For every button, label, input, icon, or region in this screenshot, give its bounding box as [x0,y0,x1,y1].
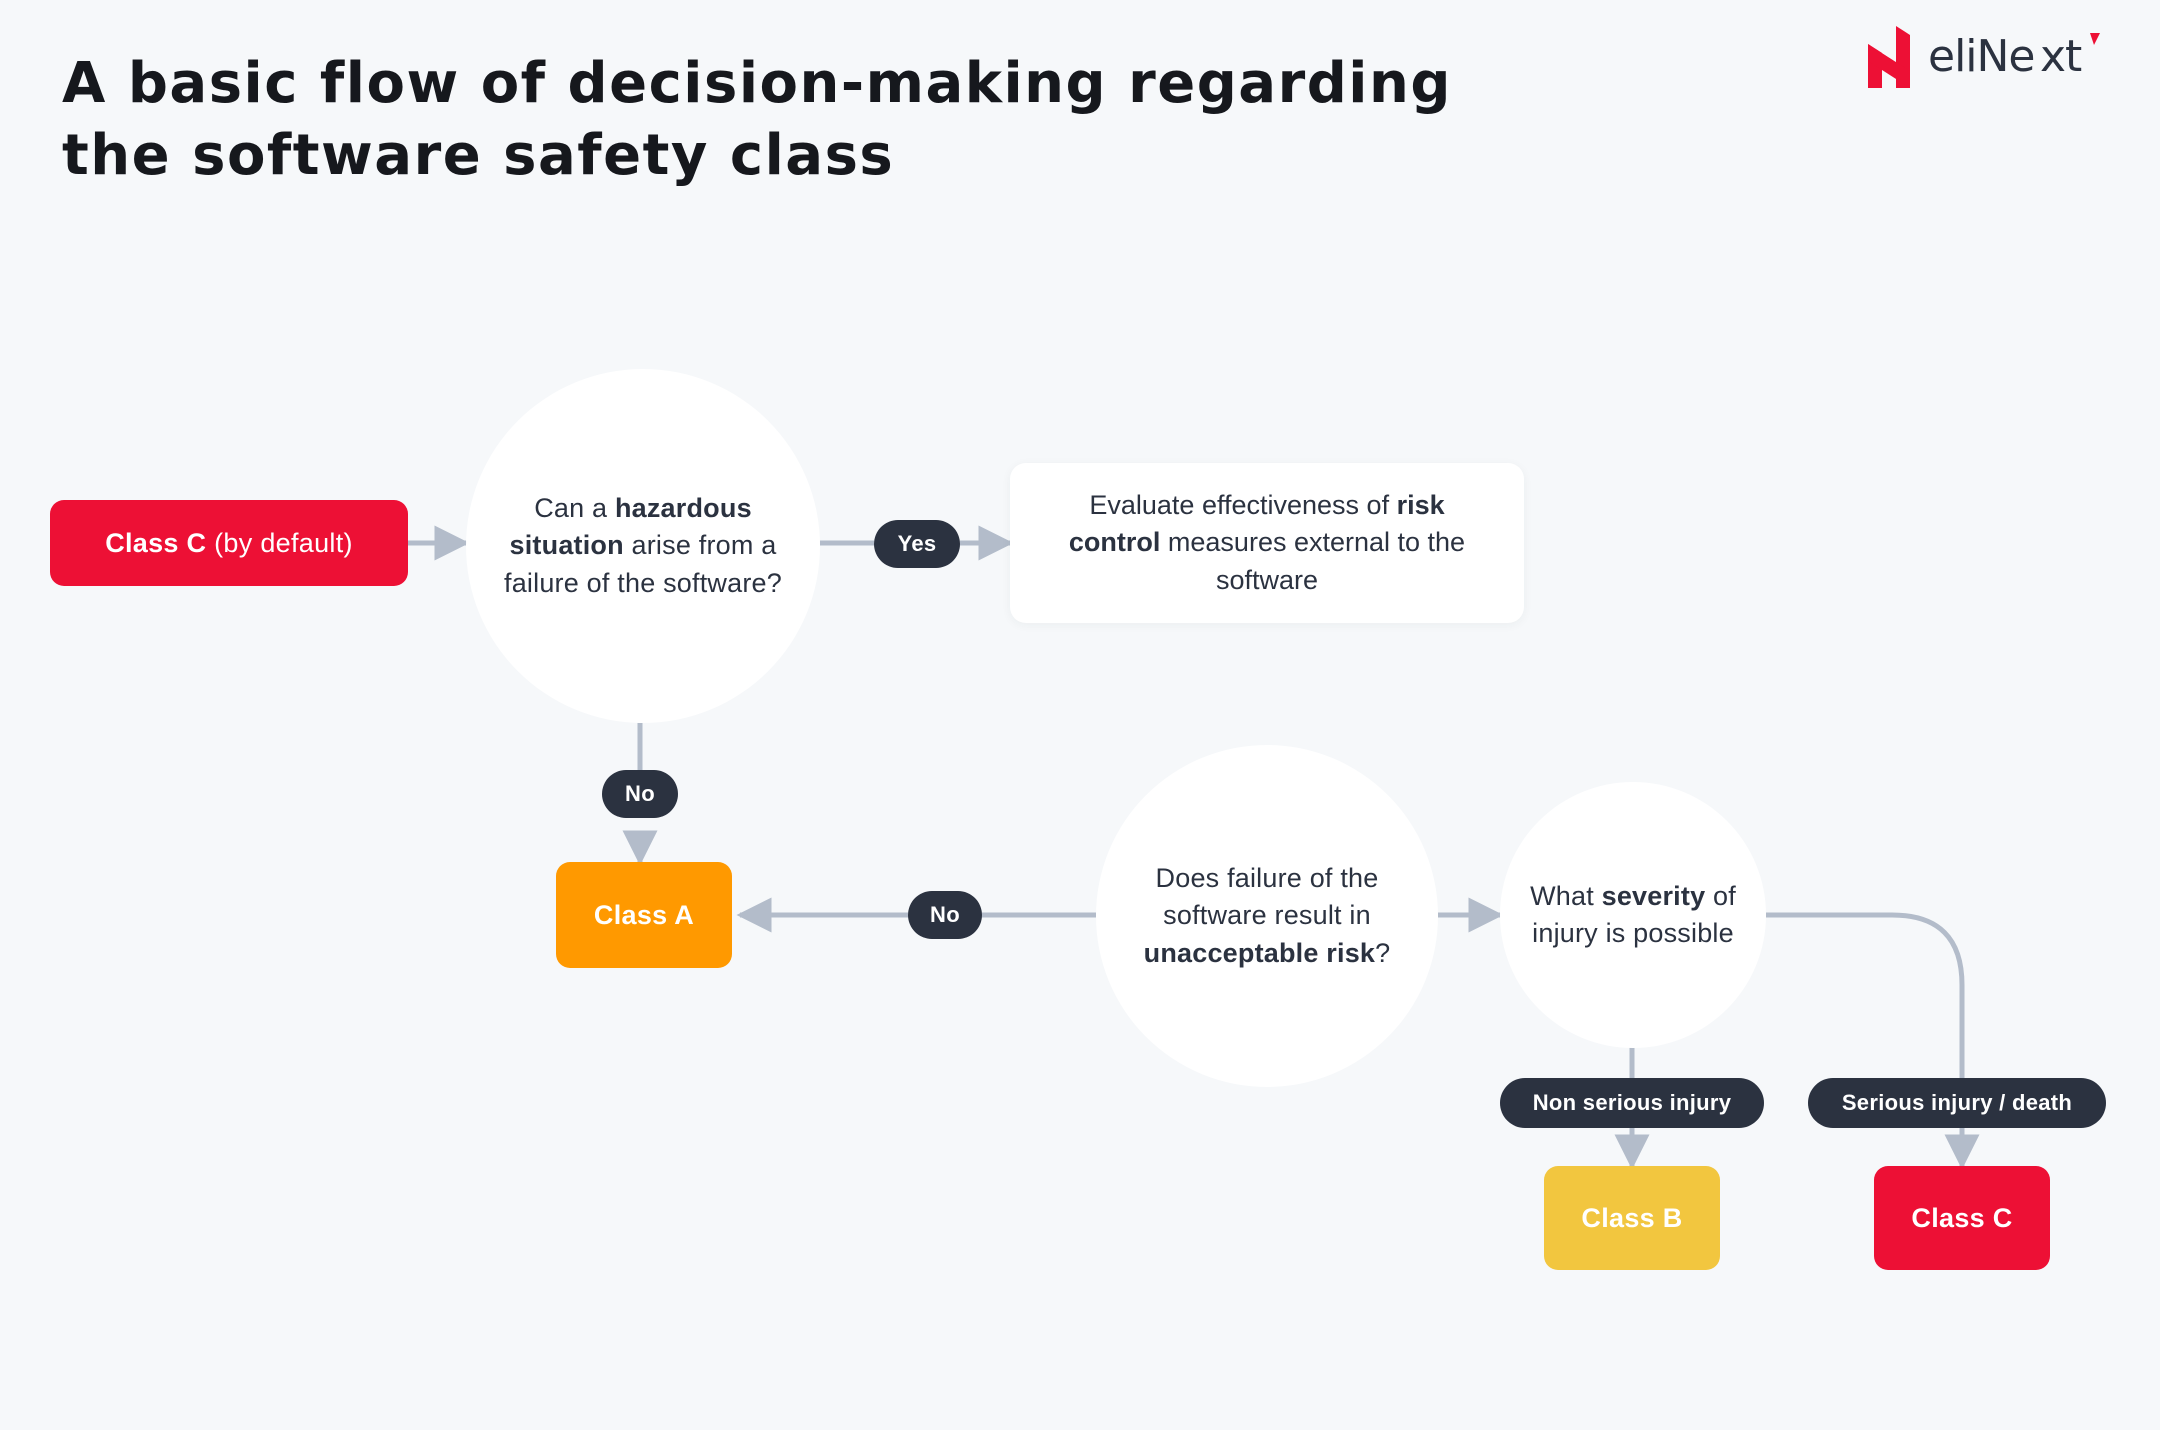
node-class-a[interactable]: Class A [556,862,732,968]
node-hazard-question[interactable]: Can a hazardous situation arise from a f… [466,369,820,723]
unacceptable-risk-label: Does failure of the software result in u… [1143,863,1391,968]
class-c-label: Class C [1911,1202,2013,1233]
svg-text:eliNe: eliNe [1928,31,2035,82]
edge-label-no-hazard: No [602,770,678,818]
elinext-n-mark-icon [1868,26,1910,88]
elinext-wordmark-icon: eliNe xt [1928,31,2100,82]
svg-text:xt: xt [2040,31,2082,82]
serious-injury-label: Serious injury / death [1841,1090,2073,1115]
yes-label: Yes [897,531,937,556]
no-label-1: No [625,781,655,806]
class-b-label: Class B [1581,1202,1683,1233]
node-unacceptable-risk-question[interactable]: Does failure of the software result in u… [1096,745,1438,1087]
edge-severity-to-serious [1766,912,1965,1078]
page-title: A basic flow of decision-making regardin… [62,51,1452,188]
edge-label-non-serious-injury: Non serious injury [1500,1078,1764,1128]
edge-label-no-risk: No [908,891,982,939]
edge-label-serious-injury: Serious injury / death [1808,1078,2106,1128]
non-serious-injury-label: Non serious injury [1532,1090,1732,1115]
class-a-label: Class A [593,899,695,930]
hazard-question-label: Can a hazardous situation arise from a f… [504,493,782,598]
brand-logo[interactable]: eliNe xt [1866,26,2106,88]
edge-label-yes: Yes [874,520,960,568]
risk-control-label: Evaluate effectiveness of risk control m… [1068,490,1466,595]
node-class-c[interactable]: Class C [1874,1166,2050,1270]
severity-label: What severity of injury is possible [1530,880,1736,948]
class-c-default-label: Class C (by default) [105,527,353,558]
node-class-c-default[interactable]: Class C (by default) [50,500,408,586]
node-class-b[interactable]: Class B [1544,1166,1720,1270]
node-severity-question[interactable]: What severity of injury is possible [1500,782,1766,1048]
node-risk-control[interactable]: Evaluate effectiveness of risk control m… [1010,463,1524,623]
no-label-2: No [930,902,960,927]
